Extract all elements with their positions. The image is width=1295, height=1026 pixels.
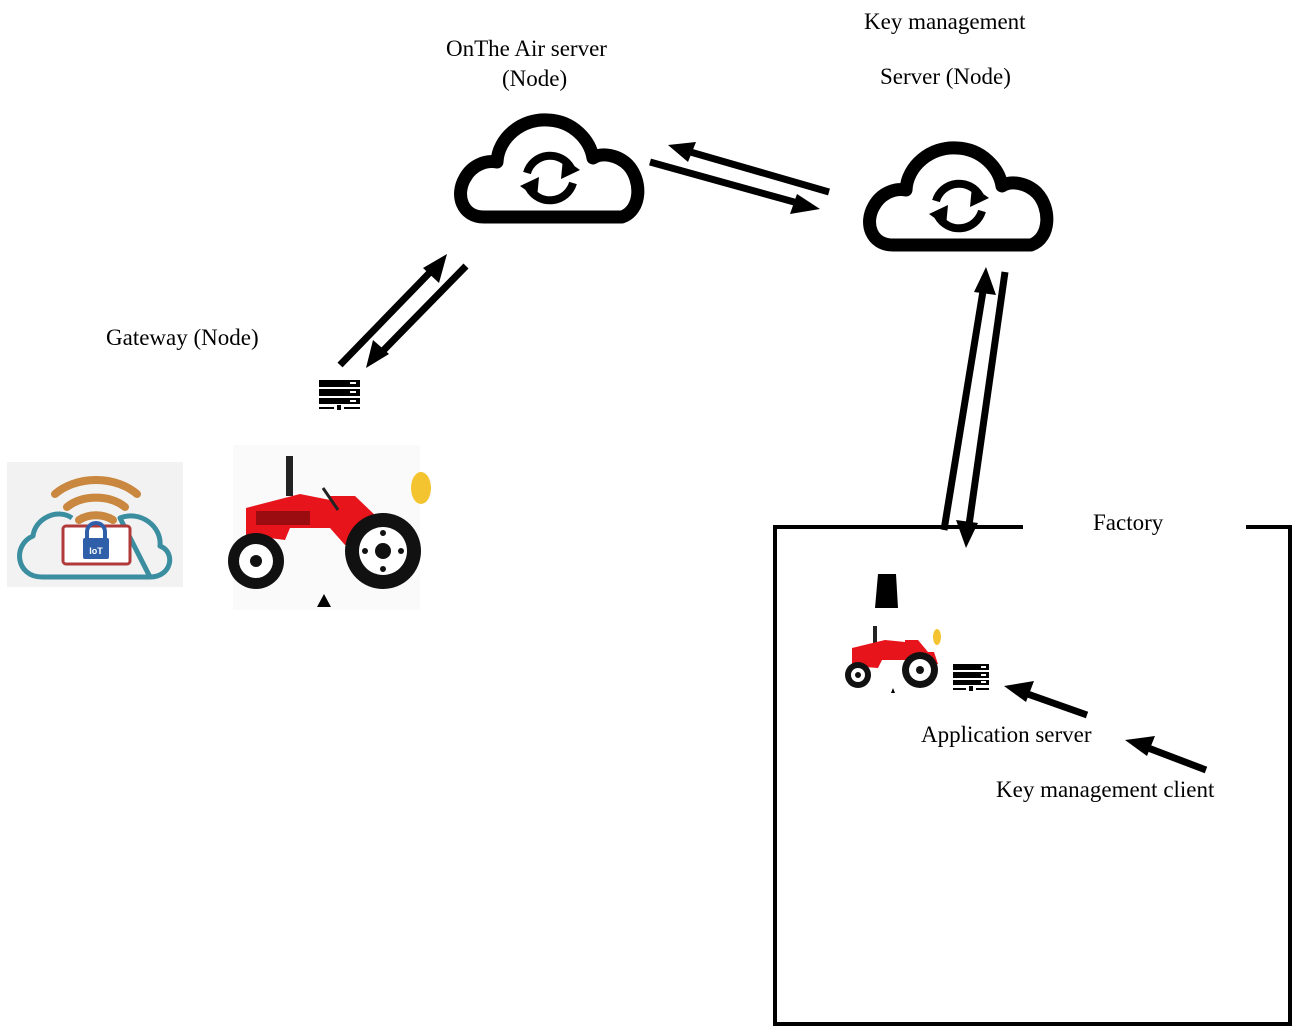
key-management-client-label: Key management client <box>996 777 1215 802</box>
ota-cloud-sync-icon <box>454 113 645 224</box>
iot-badge-text: IoT <box>89 546 103 556</box>
factory-annotation-arrows <box>1004 681 1208 774</box>
ota-server-label-line1: OnThe Air server <box>446 36 607 61</box>
iot-cloud-lock-icon <box>7 462 183 587</box>
tractor-icon <box>228 445 431 610</box>
ota-key-arrows <box>649 142 830 214</box>
key-factory-arrows <box>940 267 1009 548</box>
gateway-label: Gateway (Node) <box>106 325 259 350</box>
application-server-label: Application server <box>921 722 1092 747</box>
key-cloud-sync-icon <box>863 141 1054 252</box>
factory-label: Factory <box>1093 510 1164 535</box>
factory-server-rack-icon <box>953 664 989 691</box>
factory-frame <box>773 525 1292 1026</box>
gateway-server-rack-icon <box>319 380 360 410</box>
key-management-label-line1: Key management <box>864 9 1026 34</box>
factory-black-block-icon <box>875 574 898 608</box>
ota-server-label-line2: (Node) <box>502 66 568 91</box>
gateway-ota-arrows <box>337 254 469 368</box>
factory-tractor-icon <box>845 626 941 693</box>
key-management-label-line2: Server (Node) <box>880 64 1011 89</box>
